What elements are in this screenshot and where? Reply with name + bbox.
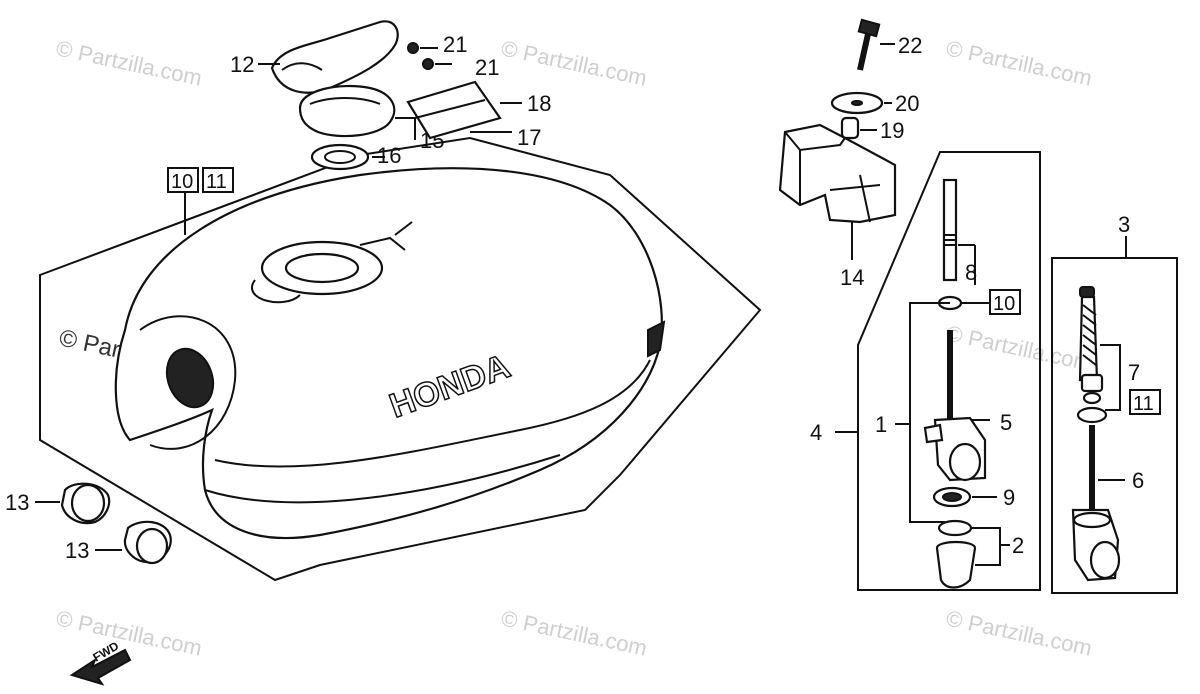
o-ring-2 <box>937 519 973 537</box>
boxed-ref-10: 10 <box>993 293 1015 315</box>
watermark: © Partzilla.com <box>499 35 649 90</box>
callout-17: 17 <box>517 125 541 150</box>
callout-21: 21 <box>475 55 499 80</box>
callout-13: 13 <box>65 538 89 563</box>
fuel-cap <box>298 84 396 138</box>
strainer-7: 7 11 <box>1078 286 1161 415</box>
callout-20: 20 <box>895 91 919 116</box>
callout-14: 14 <box>840 265 864 290</box>
strainer-8: 8 10 <box>937 178 1021 315</box>
watermark: © Partzilla.com <box>54 35 204 90</box>
reserve-cock-group-outline <box>1051 257 1178 594</box>
callout-7: 7 <box>1128 360 1140 385</box>
callout-6: 6 <box>1132 468 1144 493</box>
boxed-ref-11: 11 <box>206 171 227 193</box>
tank-group-outline <box>39 136 762 582</box>
boxed-ref-10: 10 <box>171 171 193 193</box>
forward-arrow: FWD <box>69 639 132 686</box>
callout-22: 22 <box>898 33 922 58</box>
fuel-cock-body: 5 <box>923 330 1012 482</box>
callout-19: 19 <box>880 118 904 143</box>
callout-9: 9 <box>1003 485 1015 510</box>
cap-cover: 12 <box>230 20 399 94</box>
callout-4: 4 <box>810 420 822 445</box>
callout-13: 13 <box>5 490 29 515</box>
fuel-cock-group-outline <box>857 151 1041 591</box>
callout-16: 16 <box>377 143 401 168</box>
screws-21: 21 21 <box>407 32 499 80</box>
caps-13: 13 13 <box>5 482 172 565</box>
watermark: © Partzilla.com <box>944 320 1094 375</box>
rubber-mount-14: 14 <box>778 123 897 290</box>
callout-3: 3 <box>1118 212 1130 237</box>
callout-18: 18 <box>527 91 551 116</box>
callout-21: 21 <box>443 32 467 57</box>
callout-2: 2 <box>1012 533 1024 558</box>
callout-1: 1 <box>875 412 887 437</box>
watermark: © Partzilla.com <box>499 605 649 660</box>
callout-12: 12 <box>230 52 254 77</box>
callout-8: 8 <box>965 260 977 285</box>
collar-19 <box>840 116 860 140</box>
callout-5: 5 <box>1000 410 1012 435</box>
sediment-cup-2 <box>935 540 977 589</box>
watermark: © Partzilla.com <box>54 605 204 660</box>
bolt-22: 22 <box>857 18 922 71</box>
tank-boxed-refs: 10 11 <box>167 167 234 235</box>
watermark: © Partzilla.com <box>944 605 1094 660</box>
cap-gasket <box>310 143 370 171</box>
watermark: © Partzilla.com <box>944 35 1094 90</box>
fuel-tank: HONDA <box>114 167 666 540</box>
caution-labels: 18 17 <box>406 80 551 150</box>
reserve-cock-body: 6 <box>1071 391 1144 582</box>
boxed-ref-11: 11 <box>1133 393 1154 415</box>
